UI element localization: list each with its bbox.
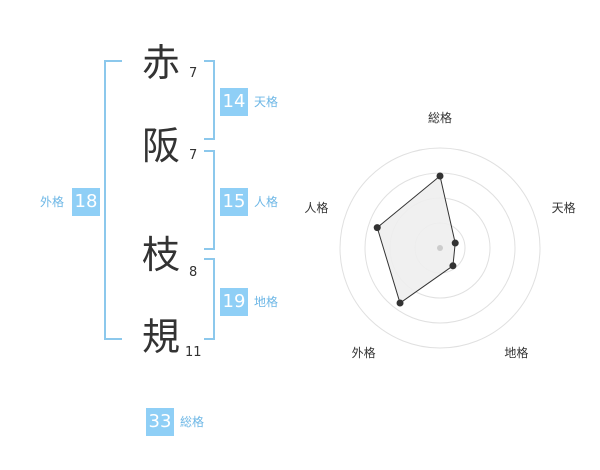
name-char-4: 規	[142, 315, 181, 359]
jinkaku-label: 人格	[254, 195, 279, 209]
jinkaku-value-box: 15	[220, 188, 248, 216]
gaikaku-label: 外格	[40, 195, 65, 209]
radar-series-area	[376, 175, 456, 304]
soukaku-label: 総格	[180, 415, 205, 429]
name-char-3: 枝	[142, 233, 181, 277]
jinkaku-bracket-vertical	[213, 150, 215, 250]
gaikaku-bracket-top	[104, 60, 122, 62]
chikaku-bracket-top	[204, 258, 215, 260]
tenkaku-label: 天格	[254, 95, 279, 109]
radar-center-dot	[437, 245, 443, 251]
chikaku-bracket-vertical	[213, 258, 215, 340]
jinkaku-bracket-top	[204, 150, 215, 152]
gaikaku-bracket-vertical	[104, 60, 106, 340]
radar-point	[451, 239, 459, 247]
tenkaku-bracket-vertical	[213, 60, 215, 140]
radar-ring	[339, 147, 541, 349]
soukaku-value-box: 33	[146, 408, 174, 436]
tenkaku-bracket-bottom	[204, 138, 215, 140]
radar-point	[449, 262, 457, 270]
name-char-1: 赤	[142, 41, 181, 85]
stroke-count-3: 8	[189, 265, 198, 280]
gaikaku-bracket-bottom	[104, 338, 122, 340]
stroke-count-4: 11	[185, 345, 202, 360]
radar-axis-label: 地格	[504, 345, 528, 360]
radar-point	[373, 224, 381, 232]
gaikaku-value-box: 18	[72, 188, 100, 216]
chikaku-label: 地格	[254, 295, 279, 309]
chikaku-value-box: 19	[220, 288, 248, 316]
tenkaku-value-box: 14	[220, 88, 248, 116]
radar-axis-label: 外格	[352, 345, 376, 360]
chikaku-bracket-bottom	[204, 338, 215, 340]
stroke-count-2: 7	[189, 148, 198, 163]
radar-axis-label: 天格	[552, 200, 576, 215]
name-char-2: 阪	[142, 124, 181, 168]
radar-point	[396, 299, 404, 307]
radar-axis-label: 総格	[428, 110, 452, 125]
stroke-count-1: 7	[189, 66, 198, 81]
radar-point	[436, 172, 444, 180]
radar-axis-label: 人格	[304, 200, 328, 215]
jinkaku-bracket-bottom	[204, 248, 215, 250]
tenkaku-bracket-top	[204, 60, 215, 62]
